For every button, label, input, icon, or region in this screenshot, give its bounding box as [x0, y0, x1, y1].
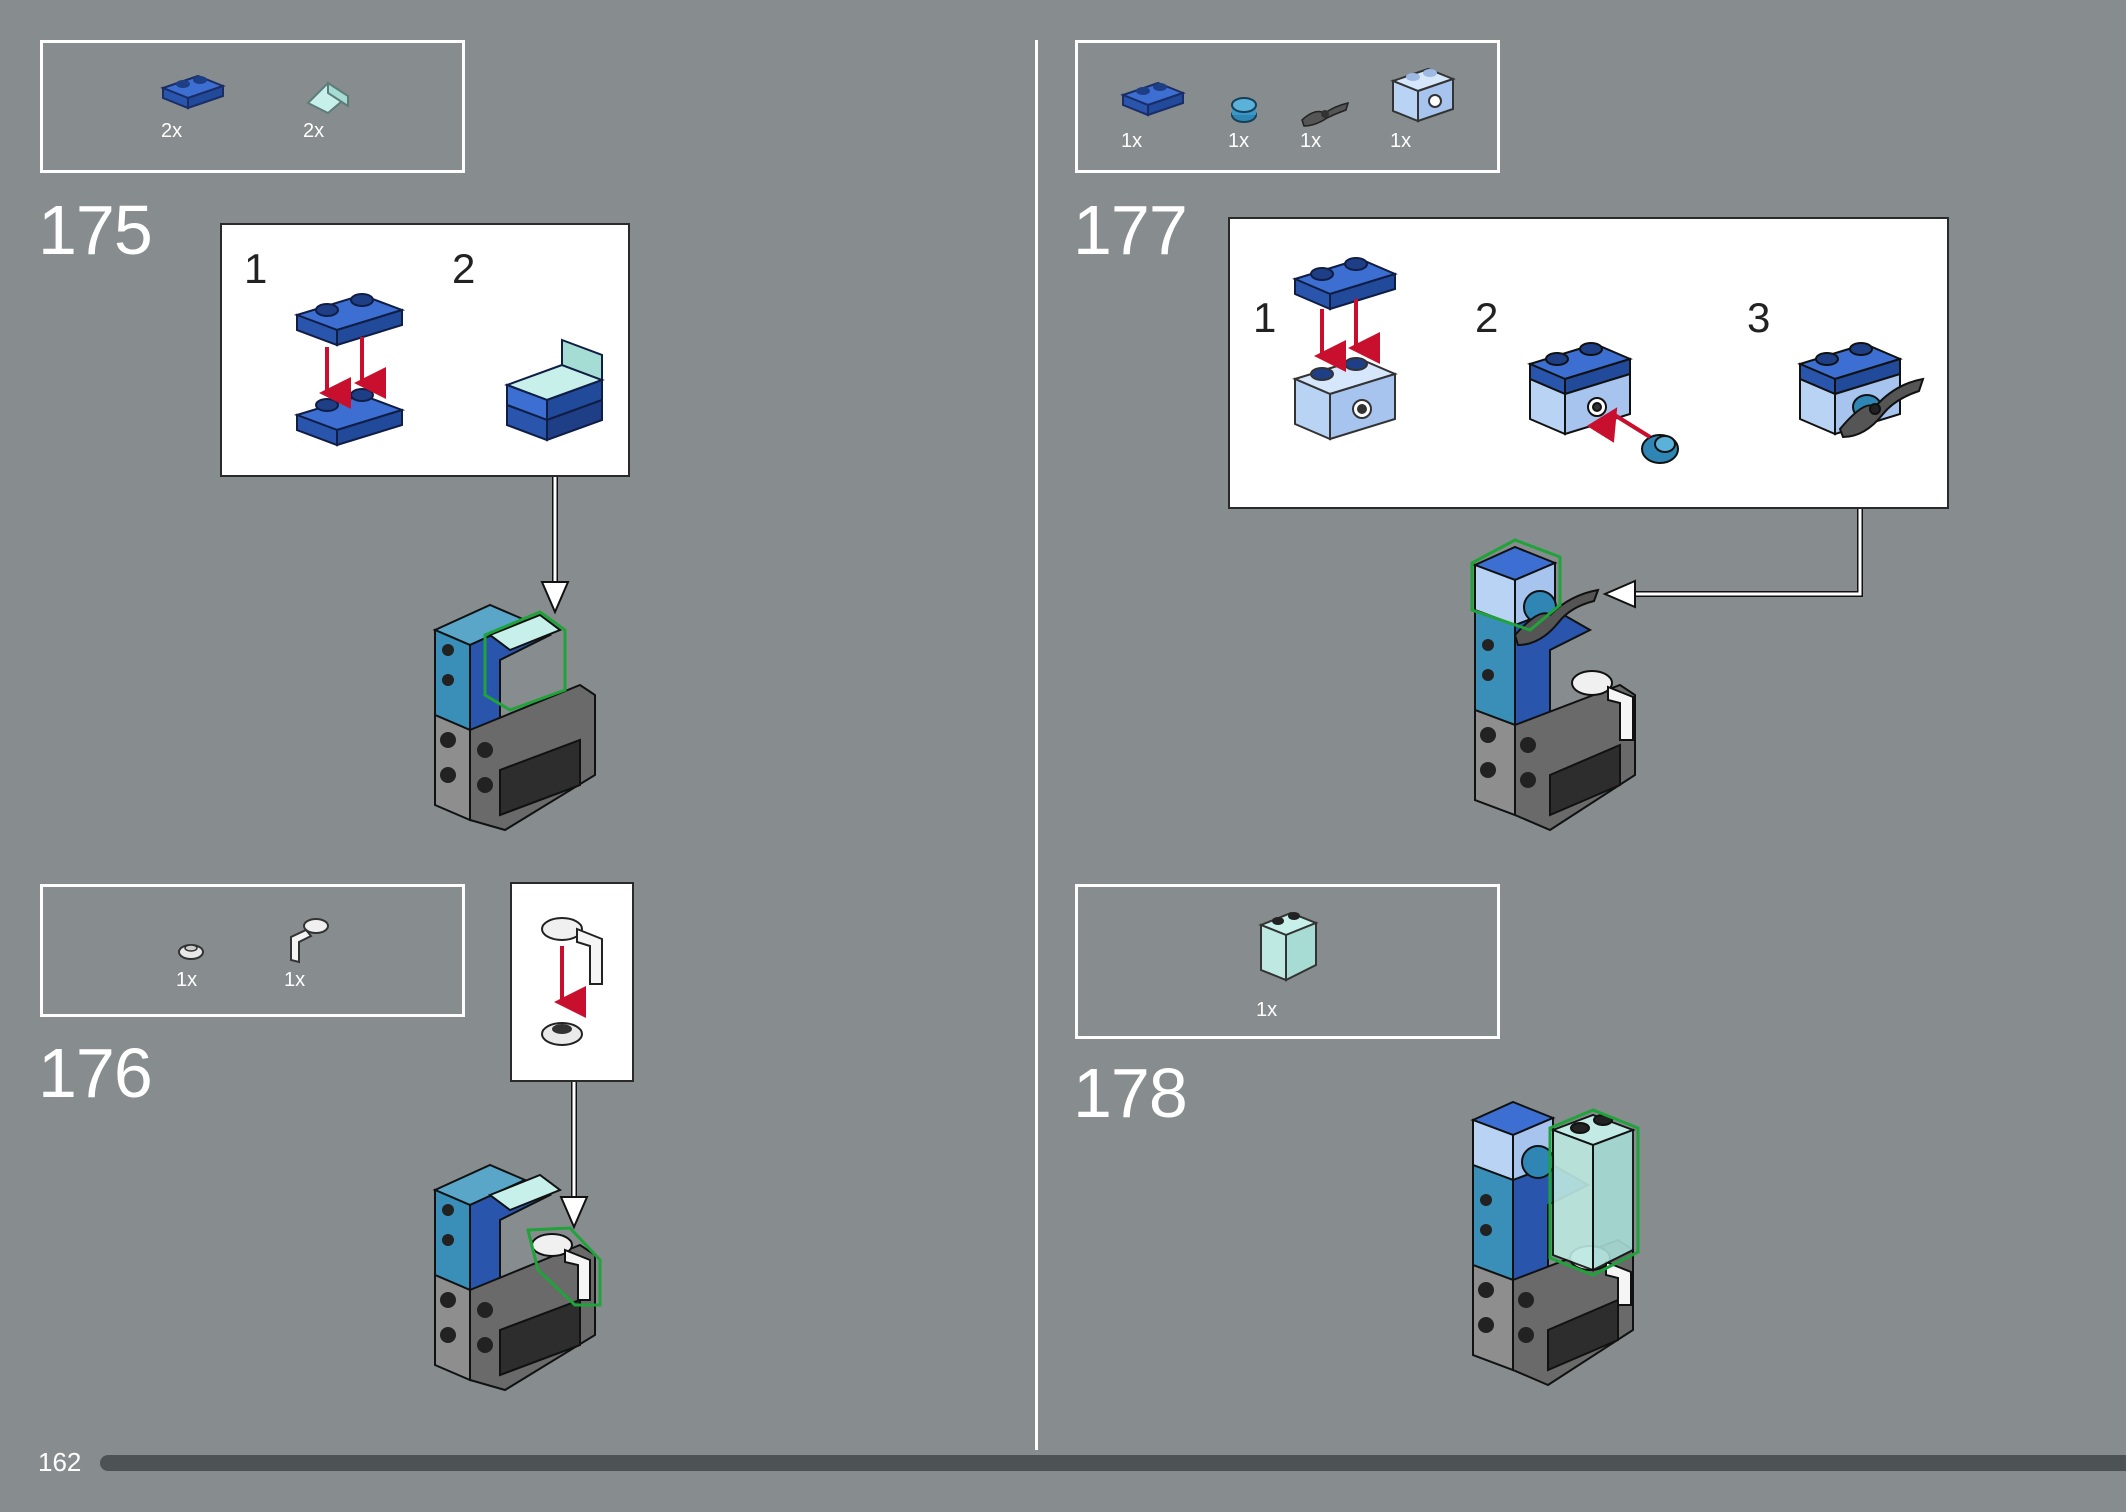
model-illustration-176: [432, 1163, 602, 1392]
blue-plate-1x2-icon: [1120, 81, 1186, 117]
sub-step-label: 1: [1253, 294, 1277, 341]
part-qty: 2x: [161, 120, 183, 142]
parts-callout-176: 1x 1x: [40, 884, 465, 1017]
plate-stack-illustration: [293, 293, 406, 447]
callout-arrow: [1602, 509, 1863, 609]
part-qty: 1x: [1300, 130, 1322, 152]
parts-callout-177: 1x 1x 1x 1x: [1075, 40, 1500, 173]
page-progress-bar: [100, 1455, 2126, 1471]
model-illustration-178: [1470, 1100, 1640, 1387]
sub-assembly-panel-177: 1 2 3: [1228, 217, 1949, 509]
sub-assembly-panel-176: [510, 882, 634, 1082]
model-illustration-175: [432, 603, 596, 832]
part-qty: 1x: [284, 969, 306, 991]
step-number-175: 175: [38, 191, 153, 269]
page-divider: [1035, 40, 1038, 1450]
step-number-176: 176: [38, 1034, 153, 1112]
sub-step-label: 3: [1747, 294, 1771, 341]
round-brick-icon: [1231, 97, 1257, 123]
bar-holder-icon: [290, 918, 329, 964]
part-qty: 1x: [1228, 130, 1250, 152]
part-qty: 2x: [303, 120, 325, 142]
callout-arrow: [559, 1082, 589, 1230]
sub-step-label: 2: [1475, 294, 1499, 341]
slope-on-plate-illustration: [504, 338, 605, 442]
round-brick-insert-illustration: [1527, 342, 1679, 464]
sub-step-label: 2: [452, 245, 476, 292]
propeller-attached-illustration: [1797, 342, 1925, 439]
round-plate-icon: [178, 944, 204, 960]
sub-assembly-panel-175: 1 2: [220, 223, 630, 477]
part-qty: 1x: [1121, 130, 1143, 152]
page-number: 162: [38, 1447, 82, 1477]
step-number-177: 177: [1073, 191, 1188, 269]
step-number-178: 178: [1073, 1054, 1188, 1132]
part-qty: 1x: [1256, 999, 1278, 1021]
blue-plate-1x2-icon: [160, 74, 226, 110]
model-illustration-177: [1470, 538, 1636, 832]
light-blue-brick-icon: [1390, 67, 1456, 123]
parts-callout-175: 2x 2x: [40, 40, 465, 173]
plate-on-brick-illustration: [1292, 257, 1398, 441]
trans-panel-icon: [1258, 911, 1319, 982]
sub-step-label: 1: [244, 245, 268, 292]
parts-callout-178: 1x: [1075, 884, 1500, 1039]
trans-slope-icon: [306, 81, 350, 115]
part-qty: 1x: [176, 969, 198, 991]
propeller-icon: [1301, 101, 1350, 127]
callout-arrow: [540, 477, 570, 615]
round-plate-on-holder-illustration: [541, 917, 603, 1046]
part-qty: 1x: [1390, 130, 1412, 152]
